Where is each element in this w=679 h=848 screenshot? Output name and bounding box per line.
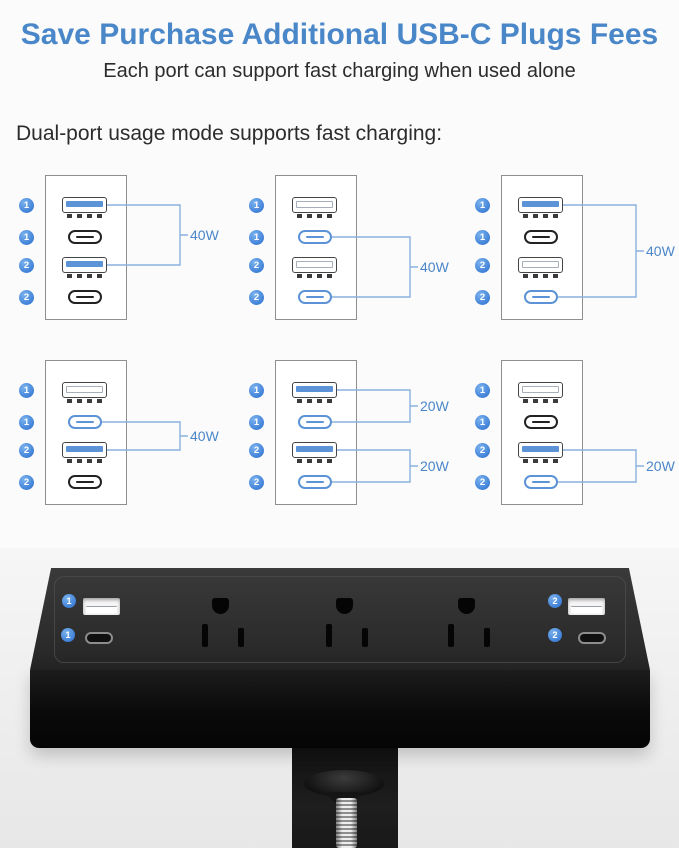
strip-inner-outline: [54, 576, 626, 663]
port-number-badge: 1: [475, 414, 490, 430]
usb-c-port-icon: [524, 290, 558, 304]
port-number-badge: 2: [19, 289, 34, 305]
outlet-slot: [326, 624, 332, 647]
port-number-badge: 1: [475, 229, 490, 245]
wattage-label: 40W: [190, 428, 219, 444]
port-number-badge: 1: [61, 628, 75, 642]
outlet-slot: [238, 628, 244, 647]
port-number-badge: 2: [475, 289, 490, 305]
outlet-slot: [448, 624, 454, 647]
port-number-badge: 2: [548, 628, 562, 642]
wattage-label: 40W: [190, 227, 219, 243]
usb-a-port: [568, 598, 605, 615]
port-number-badge: 1: [475, 382, 490, 398]
wattage-label: 40W: [646, 243, 675, 259]
outlet-ground-hole: [212, 598, 229, 614]
ac-outlet: [195, 596, 245, 652]
port-number-badge: 2: [548, 594, 562, 608]
port-number-badge: 2: [249, 442, 264, 458]
port-number-badge: 1: [249, 197, 264, 213]
usb-c-port-icon: [68, 415, 102, 429]
port-number-badge: 1: [62, 594, 76, 608]
usb-a-port: [83, 598, 120, 615]
section-label: Dual-port usage mode supports fast charg…: [16, 122, 443, 145]
ac-outlet: [319, 596, 369, 652]
product-photo: 1 1 2 2: [0, 548, 679, 848]
usb-a-port-icon: [292, 442, 337, 463]
port-number-badge: 1: [475, 197, 490, 213]
usb-a-port-icon: [62, 197, 107, 218]
usb-a-port-icon: [518, 197, 563, 218]
clamp-screw: [336, 798, 357, 848]
usb-a-port-icon: [518, 257, 563, 278]
usb-c-port-icon: [524, 230, 558, 244]
port-number-badge: 1: [19, 382, 34, 398]
port-number-badge: 1: [19, 197, 34, 213]
usb-c-port-icon: [68, 290, 102, 304]
port-number-badge: 2: [475, 474, 490, 490]
port-number-badge: 2: [475, 257, 490, 273]
port-number-badge: 1: [249, 229, 264, 245]
usb-a-port-icon: [62, 257, 107, 278]
outlet-ground-hole: [458, 598, 475, 614]
usb-a-port-icon: [62, 382, 107, 403]
port-number-badge: 2: [249, 289, 264, 305]
page-subtitle: Each port can support fast charging when…: [103, 60, 576, 82]
outlet-slot: [202, 624, 208, 647]
usb-c-port-icon: [298, 230, 332, 244]
power-strip-front: [30, 668, 650, 748]
usb-c-port-icon: [68, 475, 102, 489]
wattage-label: 20W: [420, 398, 449, 414]
usb-a-port-icon: [292, 382, 337, 403]
port-number-badge: 1: [249, 382, 264, 398]
port-number-badge: 2: [19, 257, 34, 273]
port-number-badge: 2: [19, 474, 34, 490]
outlet-slot: [484, 628, 490, 647]
outlet-slot: [362, 628, 368, 647]
usb-c-port-icon: [524, 475, 558, 489]
wattage-label: 40W: [420, 259, 449, 275]
power-strip-top: 1 1 2 2: [30, 568, 650, 670]
ac-outlet: [441, 596, 491, 652]
usb-c-port-icon: [524, 415, 558, 429]
usb-c-port: [85, 632, 113, 644]
outlet-ground-hole: [336, 598, 353, 614]
port-number-badge: 2: [249, 257, 264, 273]
usb-c-port-icon: [298, 475, 332, 489]
clamp-knob-cone: [324, 792, 364, 802]
usb-a-port-icon: [518, 442, 563, 463]
usb-a-port-icon: [292, 197, 337, 218]
usb-a-port-icon: [518, 382, 563, 403]
wattage-label: 20W: [420, 458, 449, 474]
usb-c-port-icon: [298, 415, 332, 429]
usb-c-port-icon: [68, 230, 102, 244]
port-number-badge: 1: [19, 414, 34, 430]
port-number-badge: 2: [249, 474, 264, 490]
usb-c-port-icon: [298, 290, 332, 304]
usb-a-port-icon: [292, 257, 337, 278]
usb-c-port: [578, 632, 606, 644]
port-number-badge: 2: [475, 442, 490, 458]
usb-a-port-icon: [62, 442, 107, 463]
port-number-badge: 2: [19, 442, 34, 458]
port-number-badge: 1: [249, 414, 264, 430]
port-number-badge: 1: [19, 229, 34, 245]
wattage-label: 20W: [646, 458, 675, 474]
page-title: Save Purchase Additional USB-C Plugs Fee…: [20, 18, 659, 51]
